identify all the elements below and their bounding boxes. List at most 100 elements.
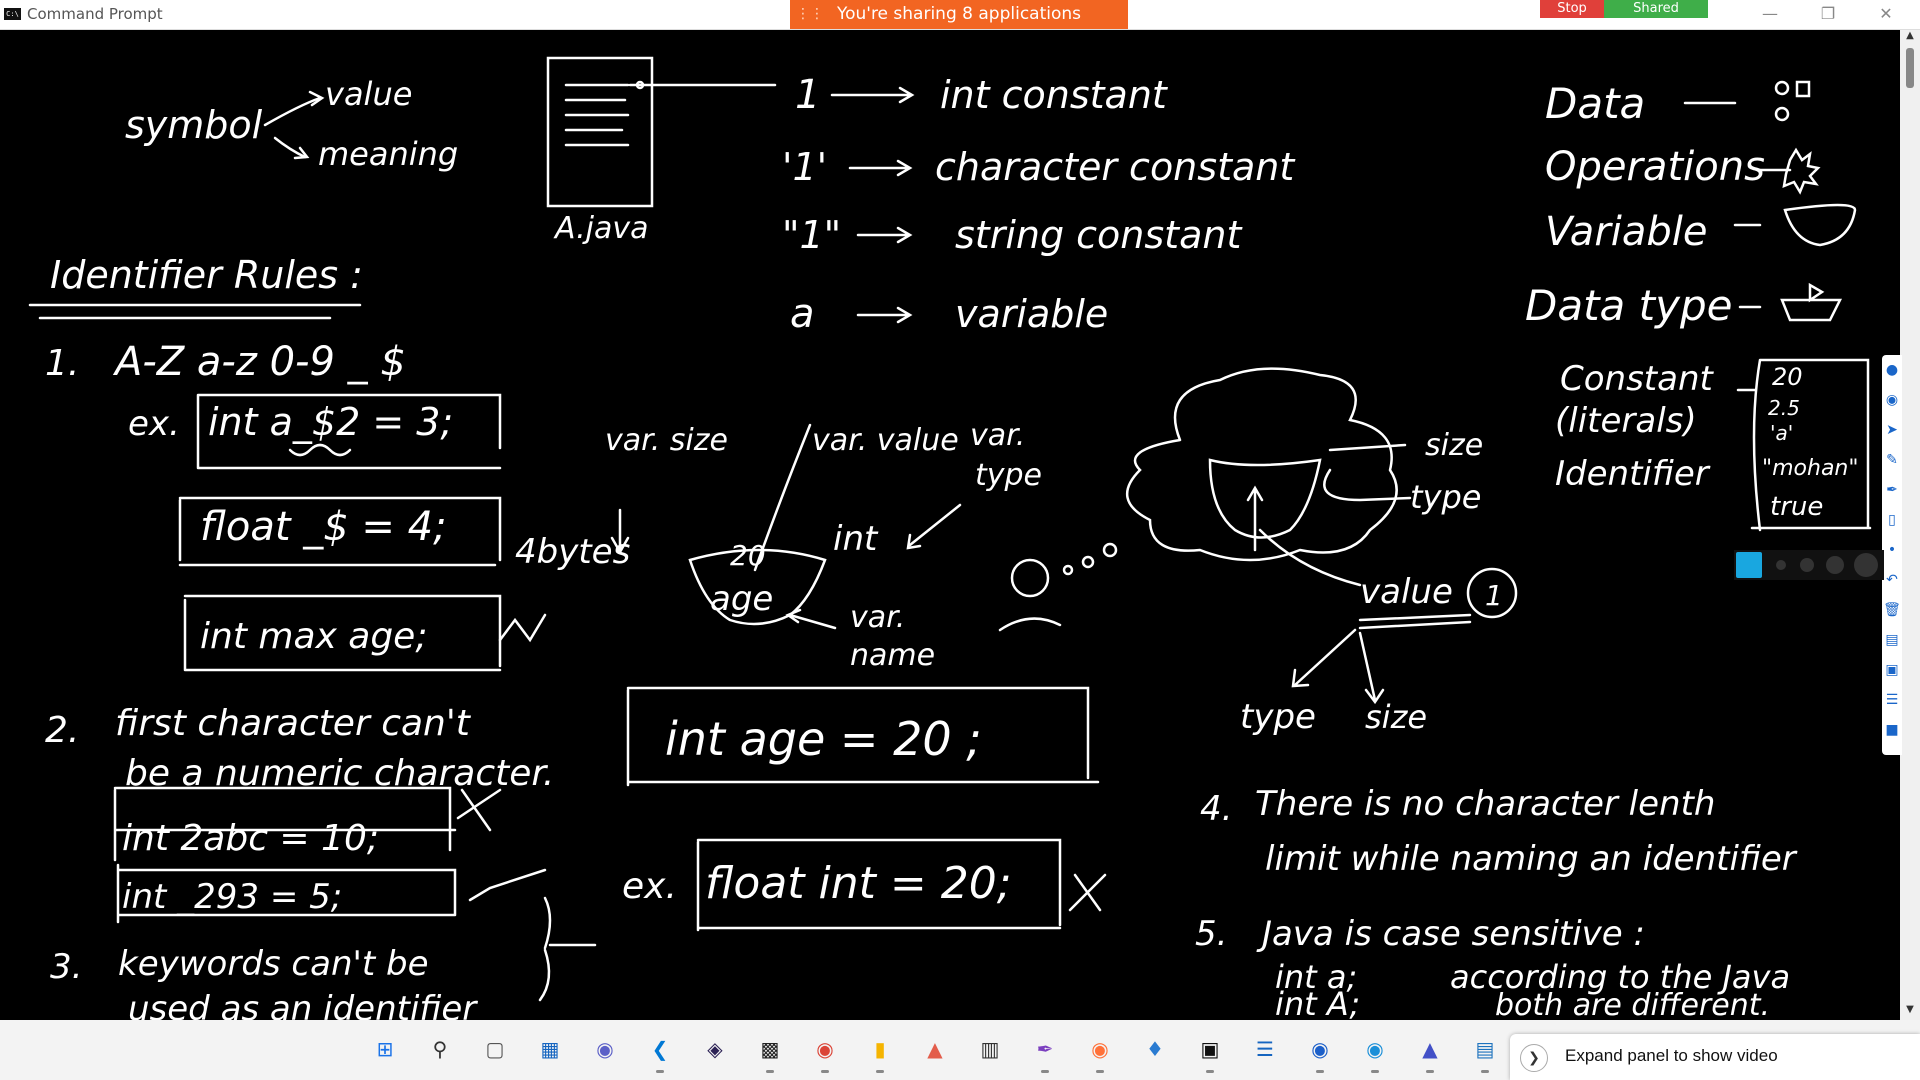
rule5-code1: int a; [1275,958,1357,996]
eraser-icon[interactable]: ▯ [1888,512,1896,528]
pen-size-4[interactable] [1826,556,1844,574]
file-icon-outline [546,56,654,208]
cloud-type: type [1410,478,1481,516]
literal-val-2: 2.5 [1768,396,1800,420]
arrow-line [263,96,322,127]
var-name-label-1: var. [850,600,905,635]
rule1-code1: int a_$2 = 3; [208,400,453,444]
running-indicator [1481,1070,1489,1073]
arrow-variable [856,306,913,324]
firefox-icon[interactable]: ◉ [1091,1037,1109,1061]
value-underline [1358,613,1472,630]
pin-icon[interactable]: ● [1885,362,1899,378]
code-box-3 [183,594,502,672]
drag-handle-icon[interactable]: ⋮⋮ [796,6,824,22]
highlighter-icon[interactable]: ✎ [1886,452,1898,468]
eye-icon[interactable]: ◉ [1885,392,1899,408]
restore-icon[interactable]: ❐ [1820,4,1836,23]
tick-mark [468,868,547,902]
arrowhead [293,146,310,160]
paint-icon[interactable]: ▲ [927,1037,943,1061]
scroll-thumb[interactable] [1906,48,1914,88]
app-icon[interactable]: ♦ [1146,1037,1164,1061]
window-title: Command Prompt [27,5,163,23]
minimize-icon[interactable]: — [1762,4,1778,23]
bowl-value: 20 [730,539,766,572]
code-box-2 [178,496,502,567]
pen-size-2[interactable] [1776,560,1786,570]
pen-icon[interactable]: ✒ [1036,1037,1054,1061]
mysql-icon[interactable]: ▥ [980,1037,1000,1061]
person-body [998,617,1062,632]
whiteboard-canvas[interactable]: symbol value meaning A.java 1 int consta… [0,30,1900,1020]
pycharm-icon[interactable]: ▣ [1200,1037,1220,1061]
bowl-name: age [710,579,773,619]
close-icon[interactable]: ✕ [1879,4,1893,23]
eclipse-icon[interactable]: ◈ [707,1037,723,1061]
terminal-icon[interactable]: ▩ [760,1037,780,1061]
cloud-size: size [1425,428,1483,463]
notepad-icon[interactable]: ☰ [1256,1037,1274,1061]
zoom-icon[interactable]: ▲ [1422,1037,1438,1061]
folder-icon[interactable]: ▮ [874,1037,886,1061]
arrowhead [308,90,325,107]
pen-size-3[interactable] [1800,558,1814,572]
dot-icon[interactable]: • [1887,542,1897,558]
bowl-icon [1783,203,1857,247]
size-line [1328,443,1407,452]
widgets-icon[interactable]: ▦ [540,1037,560,1061]
start-icon[interactable]: ⊞ [376,1037,394,1061]
main-code: int age = 20 ; [665,712,982,766]
cloud-bottom-type: type [1240,697,1316,737]
vscode-icon[interactable]: ❮ [651,1037,669,1061]
symbol-value: value [325,75,412,113]
pen-icon[interactable]: ✒ [1886,482,1898,498]
boat-icon [1780,282,1843,322]
camera-icon[interactable]: ▣ [1885,662,1899,678]
trash-icon[interactable]: 🗑 [1883,602,1901,618]
ex2-label: ex. [622,866,677,907]
chrome-icon[interactable]: ◉ [816,1037,834,1061]
notes-icon[interactable]: ☰ [1885,692,1899,708]
literal-val-1: 20 [1772,363,1803,391]
cmd-icon: C:\ [4,8,21,20]
literal-val-4: "mohan" [1762,456,1859,481]
rule5-note1: according to the Java [1450,958,1790,996]
teams-icon[interactable]: ◉ [596,1037,614,1061]
value-pointer [753,423,812,572]
literal-val-5: true [1770,492,1823,522]
shared-indicator[interactable]: Shared [1604,0,1708,18]
stop-sharing-button[interactable]: Stop [1540,0,1604,18]
running-indicator [1096,1070,1104,1073]
scroll-down-icon[interactable]: ▼ [1906,1004,1914,1015]
app2-icon[interactable]: ◉ [1366,1037,1384,1061]
cursor-icon[interactable]: ➤ [1886,422,1898,438]
search-icon[interactable]: ⚲ [432,1037,448,1061]
pen-size-5[interactable] [1854,553,1878,577]
rule2-line2: be a numeric character. [125,753,554,794]
concept-variable: Variable [1545,209,1708,255]
chevron-right-icon[interactable]: ❯ [1520,1044,1548,1072]
rule4-num: 4. [1200,789,1232,829]
ex-code-box [696,838,1062,932]
arrow-string [856,226,913,244]
undo-icon[interactable]: ↶ [1886,572,1898,588]
task-view-icon[interactable]: ▢ [485,1037,505,1061]
expand-video-panel[interactable]: ❯ Expand panel to show video [1510,1034,1920,1080]
whiteboard-icon[interactable]: ▤ [1885,632,1899,648]
symbol-text: symbol [125,103,263,147]
whiteboard-icon[interactable]: ▤ [1475,1037,1495,1061]
webex-icon[interactable]: ◉ [1311,1037,1329,1061]
scroll-up-icon[interactable]: ▲ [1906,30,1914,41]
pen-size-1[interactable] [1736,552,1762,578]
vertical-scrollbar[interactable]: ▲ ▼ [1900,30,1920,1020]
color-palette-icon[interactable]: ■ [1885,722,1899,738]
cloud-value-num: 1 [1485,579,1503,612]
rule3-line2: used as an identifier [128,989,478,1020]
arrow-int [830,86,915,104]
whiteboard-drawing: symbol value meaning A.java 1 int consta… [28,56,1872,1020]
literal-val-3: 'a' [1770,421,1793,445]
rule5-code2: int A; [1275,985,1360,1020]
arrow-line [273,136,307,159]
sharing-banner[interactable]: ⋮⋮ You're sharing 8 applications [790,0,1128,29]
